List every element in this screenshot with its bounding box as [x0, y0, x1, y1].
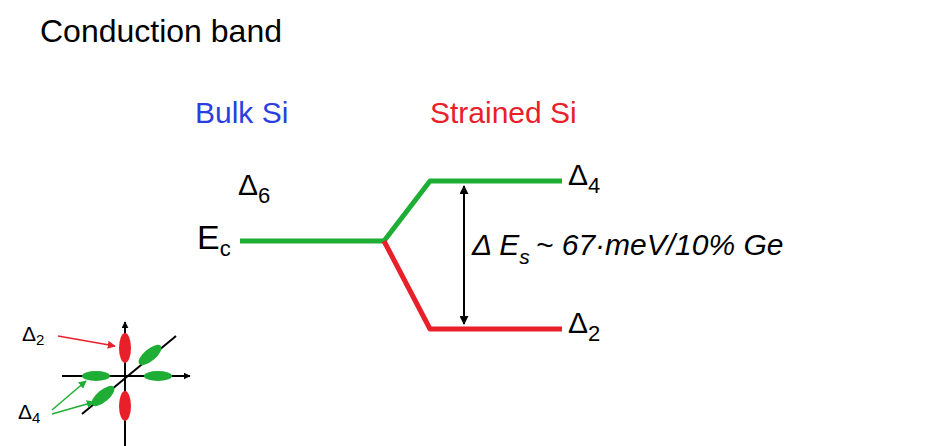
- valley-icon: [52, 322, 190, 446]
- icon-subscript: 2: [36, 332, 44, 349]
- icon-label: Δ: [18, 400, 32, 423]
- diagram-title: Conduction band: [40, 14, 282, 49]
- band-subscript: 6: [258, 184, 270, 208]
- bulk-level: [240, 239, 386, 244]
- column-heading: Strained Si: [430, 96, 577, 129]
- icon-subscript: 4: [32, 410, 40, 427]
- splitting-value: ~ 67·meV/10% Ge: [536, 228, 784, 261]
- splitting-subscript: s: [519, 245, 530, 268]
- band-symbol: Δ: [568, 306, 588, 339]
- column-heading: Bulk Si: [195, 96, 288, 129]
- band-subscript: 4: [588, 174, 600, 198]
- band-symbol: Δ: [238, 168, 258, 201]
- band-symbol: Δ: [568, 158, 588, 191]
- splitting-arrow: [463, 186, 465, 324]
- energy-symbol: E: [197, 219, 220, 256]
- energy-subscript: c: [220, 237, 231, 261]
- splitting-symbol: Δ E: [472, 228, 519, 261]
- band-subscript: 2: [588, 322, 600, 346]
- icon-label: Δ: [22, 322, 36, 345]
